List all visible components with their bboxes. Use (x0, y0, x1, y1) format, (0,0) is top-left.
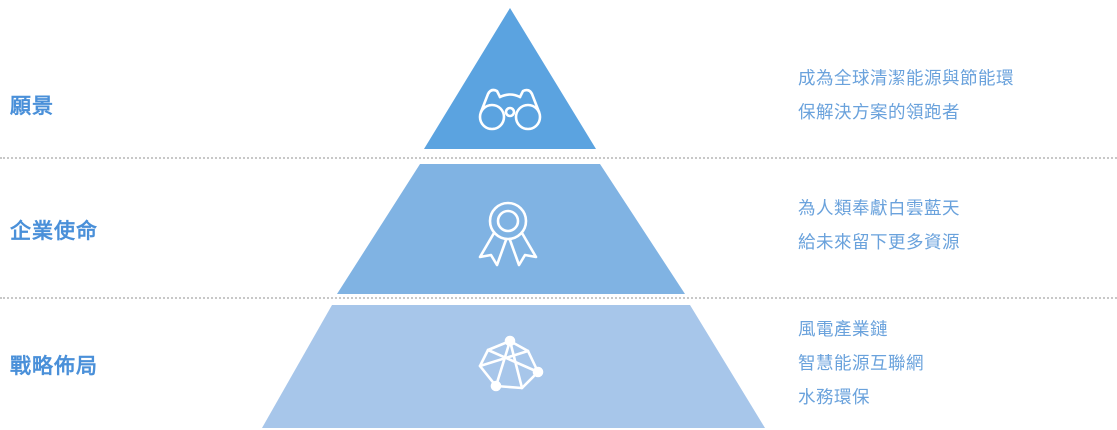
description-line: 保解決方案的領跑者 (798, 103, 960, 123)
tier-label-mission: 企業使命 (10, 219, 98, 243)
pyramid-tier-bottom (262, 305, 765, 428)
network-globe-icon (478, 335, 544, 392)
tier-description-strategy: 風電產業鏈 智慧能源互聯網 水務環保 (798, 313, 924, 415)
award-ribbon-icon (478, 201, 538, 267)
description-line: 水務環保 (798, 388, 870, 408)
tier-description-vision: 成為全球清潔能源與節能環 保解決方案的領跑者 (798, 62, 1014, 130)
tier-description-mission: 為人類奉獻白雲藍天 給未來留下更多資源 (798, 192, 960, 260)
description-line: 成為全球清潔能源與節能環 (798, 69, 1014, 89)
description-line: 智慧能源互聯網 (798, 354, 924, 374)
binoculars-icon (478, 88, 542, 131)
tier-label-strategy: 戰略佈局 (10, 354, 98, 378)
tier-divider-1 (0, 157, 1117, 159)
description-line: 給未來留下更多資源 (798, 233, 960, 253)
pyramid-tier-middle (337, 164, 685, 294)
tier-label-vision: 願景 (10, 94, 54, 118)
tier-divider-2 (0, 297, 1117, 299)
pyramid-tier-top (424, 8, 596, 149)
description-line: 為人類奉獻白雲藍天 (798, 199, 960, 219)
description-line: 風電產業鏈 (798, 320, 888, 340)
